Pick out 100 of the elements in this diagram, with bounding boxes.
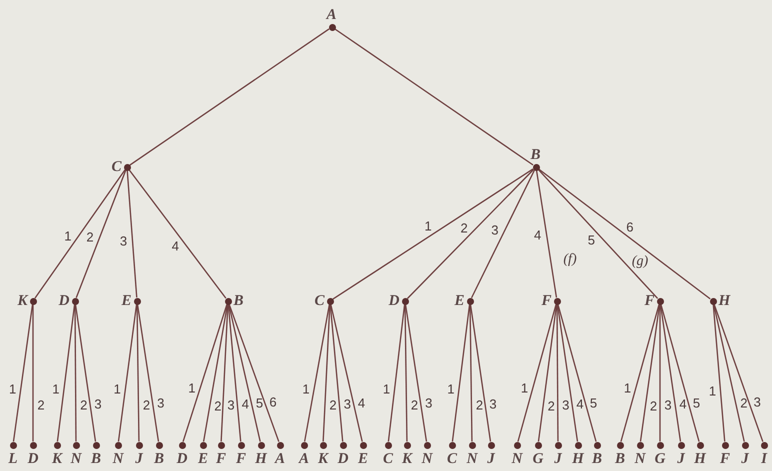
node-letter: J [135,452,143,466]
edge-label: 2 [37,398,45,412]
node-letter: D [176,452,188,466]
edge-label: 1 [52,382,60,396]
tree-branch-line [620,304,660,442]
node-letter: E [358,452,368,466]
edge-label: 2 [650,399,658,412]
node-letter: A [299,452,309,466]
edge-label: 3 [754,396,761,408]
edge-label: 2 [740,396,748,410]
edge-label: 1 [424,220,432,233]
node-letter: J [487,452,495,466]
node-letter: B [154,452,164,466]
edge-label: 3 [664,398,672,412]
tree-branch-line [388,304,406,442]
node-letter: G [654,452,666,466]
edge-label: 4 [242,397,249,410]
tree-branch-line [556,304,559,442]
tree-branch-line [74,304,77,442]
edge-label: 1 [624,382,632,395]
node-letter: I [761,452,767,466]
node-letter: C [314,294,324,308]
node-letter: C [111,160,122,174]
edge-label: 5 [588,234,595,247]
tree-branch-line [126,170,138,298]
edge-label: 1 [520,382,528,395]
node-letter: N [634,452,646,466]
edge-label: 3 [344,397,351,410]
edge-label: 2 [214,400,222,413]
node-letter: F [541,294,552,308]
node-letter: F [216,452,226,466]
tree-branch-line [228,304,280,442]
tree-branch-line [228,304,242,442]
node-letter: H [572,452,584,466]
edge-label: 3 [94,397,102,410]
edge-label: 2 [80,398,88,412]
tree-branch-line [404,304,428,442]
node-letter: E [454,294,464,308]
edge-label: 4 [172,240,179,253]
tree-branch-line [640,304,660,442]
edge-label: 5 [692,396,700,410]
tree-branch-line [714,304,764,442]
node-letter: L [8,452,18,466]
tree-branch-line [334,28,534,166]
tree-branch-line [128,169,226,299]
edge-label: 2 [329,398,337,412]
node-letter: C [447,452,457,466]
tree-branch-line [220,304,228,442]
edge-label: 5 [256,396,264,410]
edge-label: 6 [269,395,277,408]
edge-label: 3 [491,224,499,237]
node-letter: A [326,8,337,22]
edge-label: 3 [562,398,570,412]
tree-branch-line [470,304,492,442]
edge-label: 2 [548,399,555,412]
node-letter: D [388,294,400,308]
tree-branch-line [136,304,140,442]
node-letter: D [28,452,38,466]
node-letter: K [318,452,328,466]
edge-label: 2 [86,230,94,244]
node-letter: H [694,452,706,466]
tree-branch-line [330,304,344,442]
tree-branch-line [130,28,330,166]
tree-branch-line [34,170,126,298]
node-letter: B [530,148,541,162]
tree-branch-line [332,168,534,300]
tree-branch-line [538,168,711,300]
edge-label: 2 [142,398,150,412]
node-letter: K [52,452,62,466]
edge-label: 5 [590,396,598,410]
node-letter: K [17,294,28,308]
tree-branch-line [660,304,700,442]
node-letter: E [121,294,132,308]
edge-label: 4 [534,228,542,242]
tree-branch-line [452,304,470,442]
node-letter: H [255,452,267,466]
tree-branch-line [182,304,228,442]
edge-label: 1 [708,384,716,398]
tree-branch-line [12,304,34,442]
tree-branch-line [56,304,76,442]
tree-branch-line [304,304,330,442]
node-letter: A [275,452,285,466]
tree-branch-line [660,304,682,442]
tree-branch-line [76,170,126,298]
edge-label: 2 [476,398,484,412]
tree-branch-line [659,304,661,442]
edge-label: 2 [410,398,418,412]
tree-branch-line [32,304,34,442]
edge-label: 1 [9,382,16,396]
tree-branch-line [136,304,160,442]
tree-branch-line [330,304,363,442]
edge-label: 1 [188,381,196,394]
node-letter: J [677,452,685,466]
tree-branch-line [322,304,330,442]
edge-label: 1 [64,229,72,242]
edge-label: 3 [227,398,235,412]
tree-branch-line [228,304,261,442]
node-letter: B [592,452,602,466]
node-letter: N [112,452,124,466]
node-letter: H [718,294,730,308]
